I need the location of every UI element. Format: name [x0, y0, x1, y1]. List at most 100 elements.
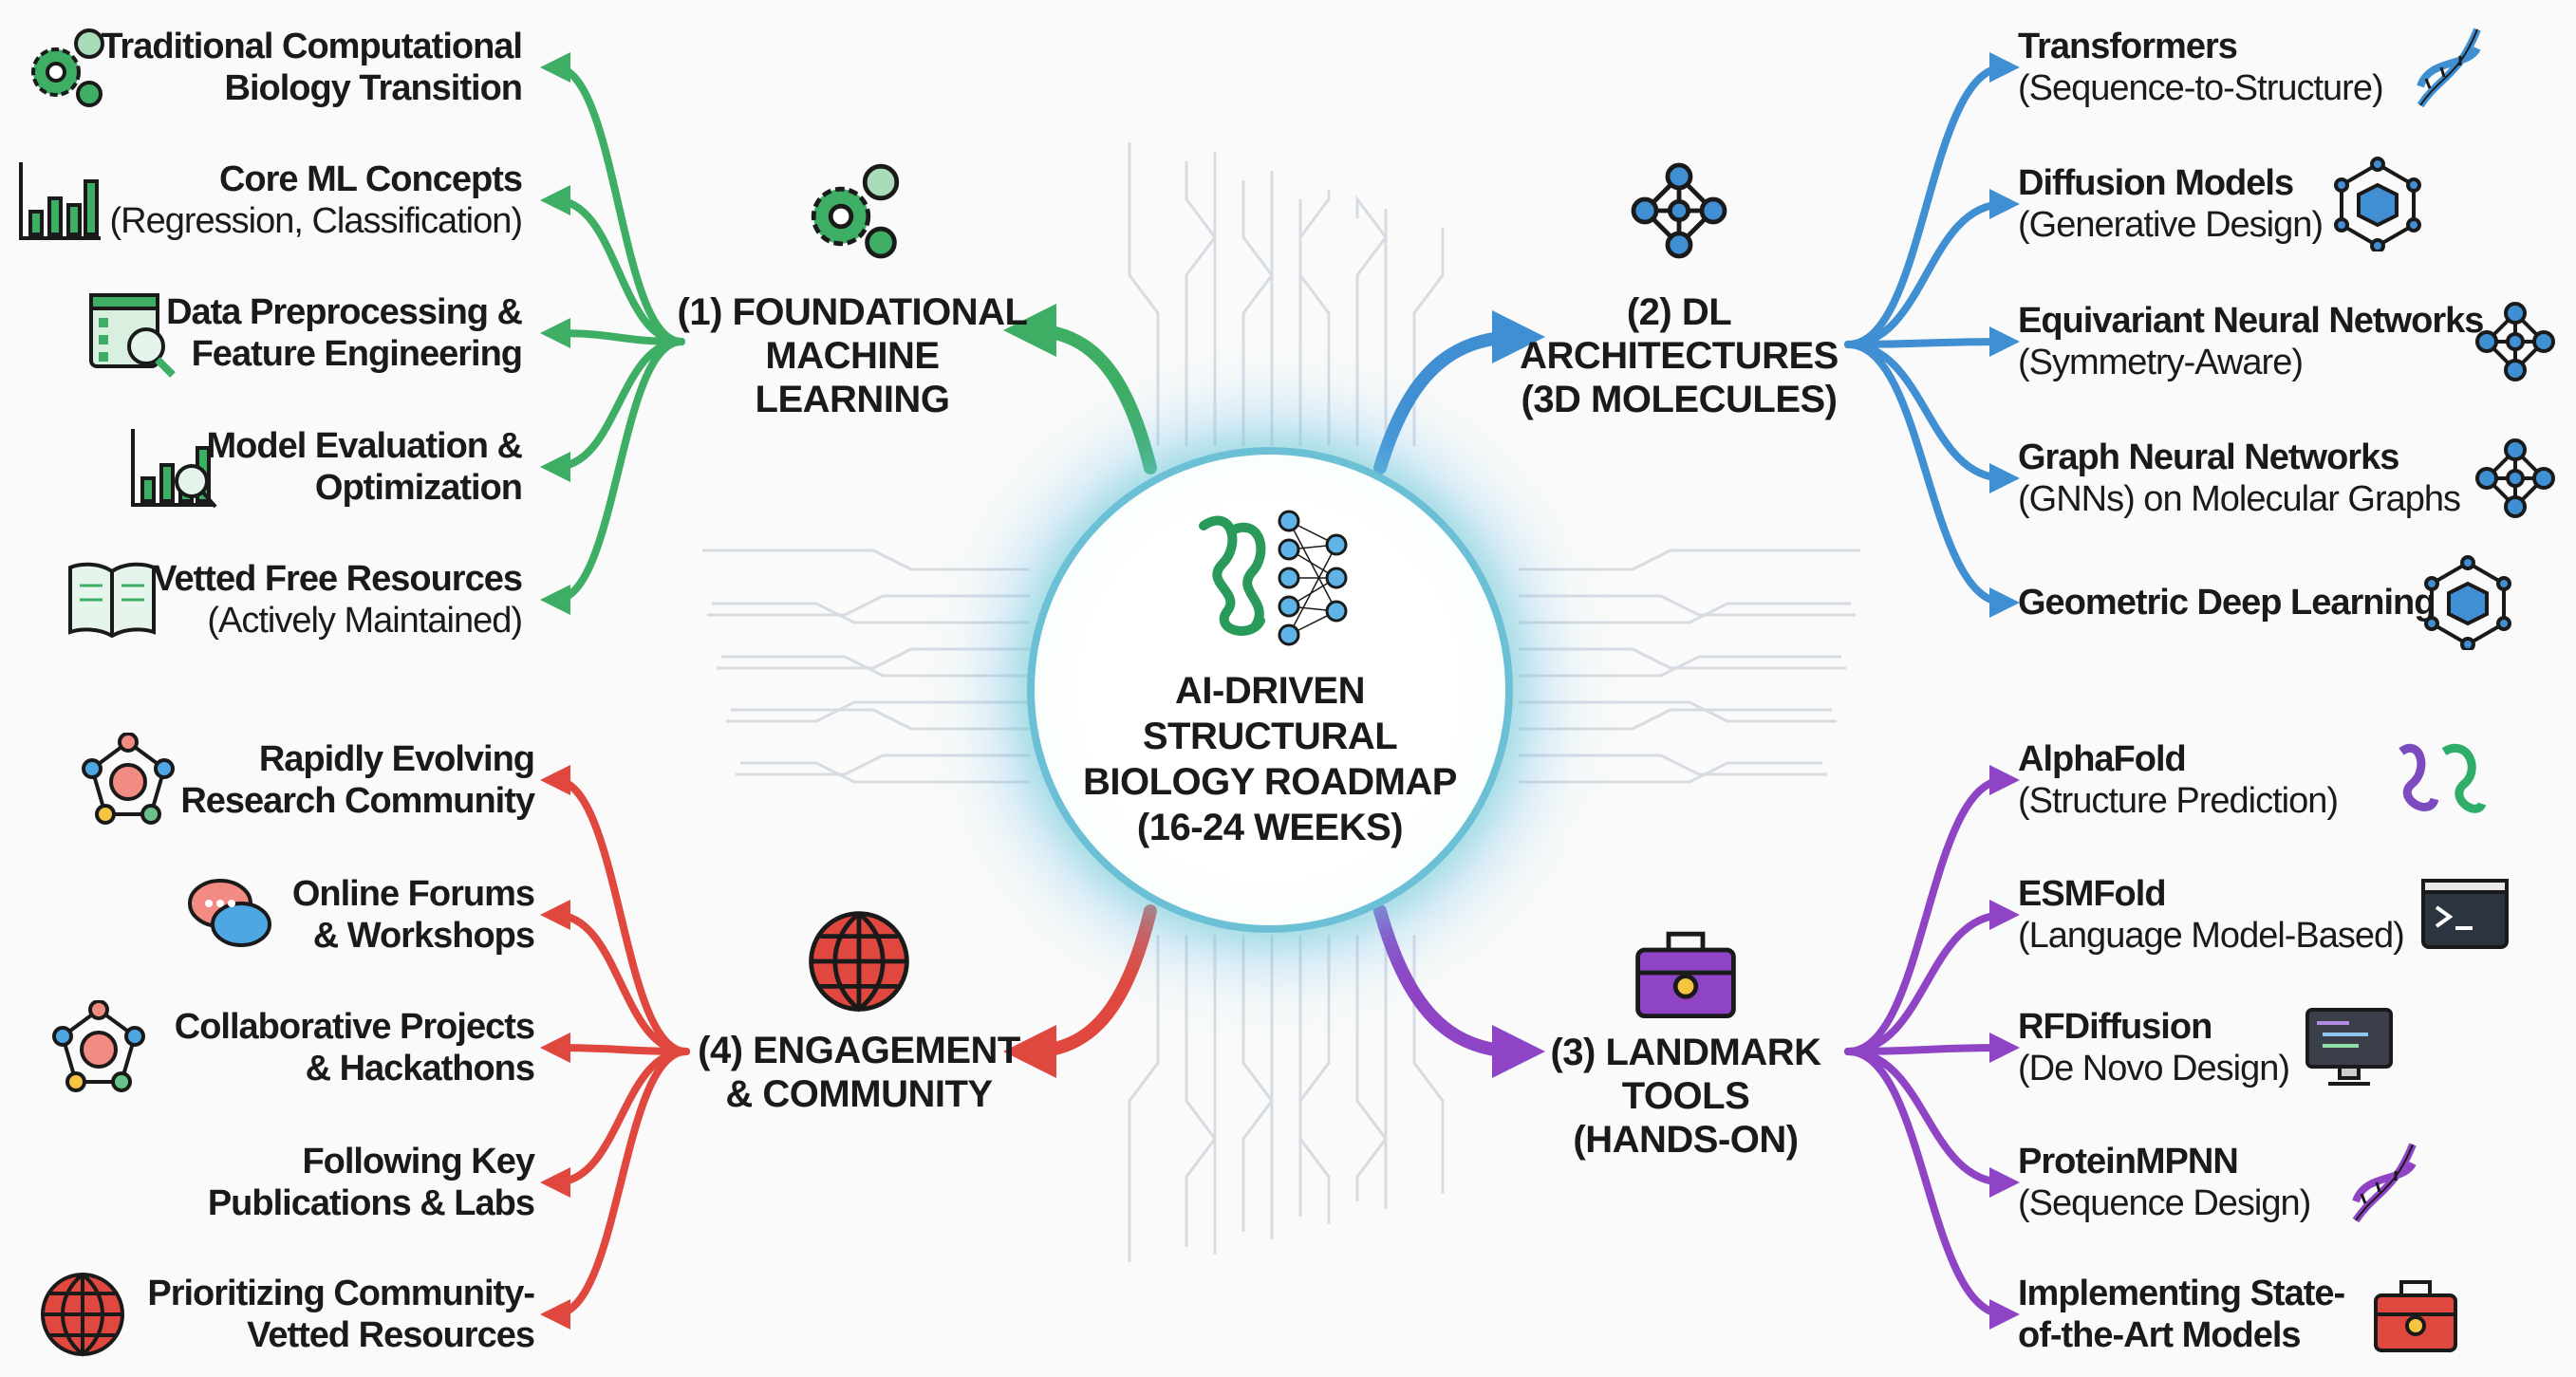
topic-title: Graph Neural Networks: [2018, 437, 2399, 477]
topic-item: Geometric Deep Learning: [2018, 582, 2436, 623]
globe-icon: [41, 1273, 124, 1357]
protein-structure-icon: [2399, 743, 2487, 813]
dna-icon: [2417, 28, 2481, 108]
circuit-trace: [1298, 935, 1331, 1224]
topic-title: Data Preprocessing &: [166, 292, 523, 332]
circuit-trace: [717, 647, 1030, 670]
circuit-trace: [1298, 199, 1331, 446]
topic-subtitle: (Actively Maintained): [207, 601, 523, 641]
section-label-line: TOOLS: [1621, 1075, 1750, 1117]
topic-title2: Vetted Resources: [247, 1315, 535, 1355]
roadmap-title: AI-DRIVEN STRUCTURAL BIOLOGY ROADMAP (16…: [1035, 668, 1505, 850]
section-label-line: (1) FOUNDATIONAL: [677, 291, 1029, 333]
circuit-trace: [1298, 190, 1331, 446]
circuit-trace: [1355, 195, 1388, 446]
chart-magnifier-icon: [131, 429, 217, 509]
section-label-line: & COMMUNITY: [725, 1073, 993, 1115]
branch-arrow: [540, 1048, 690, 1198]
topic-item: Core ML Concepts(Regression, Classificat…: [110, 158, 523, 242]
topic-item: Vetted Free Resources(Actively Maintaine…: [153, 558, 523, 642]
circuit-trace: [721, 655, 1030, 678]
main-branch-arrow: [1373, 310, 1545, 475]
topic-title: ProteinMPNN: [2018, 1142, 2239, 1182]
chat-bubbles-icon: [188, 879, 271, 947]
section-label-line: (HANDS-ON): [1573, 1119, 1799, 1161]
cube-network-icon: [2334, 157, 2421, 251]
topic-subtitle: (Sequence Design): [2018, 1183, 2311, 1223]
topic-title: Diffusion Models: [2018, 163, 2294, 203]
topic-title: Core ML Concepts: [218, 159, 523, 199]
circuit-trace: [736, 754, 1030, 776]
topic-subtitle: (GNNs) on Molecular Graphs: [2018, 479, 2461, 519]
circuit-trace: [1519, 655, 1841, 678]
branch-arrow: [540, 900, 690, 1055]
branch-arrow: [1844, 341, 2020, 493]
circuit-trace: [1241, 935, 1274, 1239]
section-label-line: LEARNING: [755, 379, 950, 420]
title-line: (16-24 WEEKS): [1136, 807, 1404, 848]
title-line: AI-DRIVEN: [1175, 670, 1365, 712]
main-branch-arrow: [1373, 904, 1545, 1078]
branch-arrow: [540, 185, 685, 345]
circuit-trace: [1519, 761, 1822, 784]
main-branch-arrow: [1003, 304, 1157, 475]
topic-title: Rapidly Evolving: [258, 739, 535, 779]
section-label-line: (3) LANDMARK: [1550, 1032, 1821, 1073]
topic-subtitle: (Symmetry-Aware): [2018, 343, 2304, 382]
circuit-trace: [1519, 602, 1851, 624]
people-network-icon: [82, 733, 175, 825]
section-label-line: MACHINE: [765, 335, 940, 377]
gears-chart-icon: [811, 163, 900, 259]
topic-title2: Feature Engineering: [191, 334, 523, 374]
section-label-line: (3D MOLECULES): [1521, 379, 1838, 420]
circuit-trace: [1128, 142, 1160, 446]
topic-title2: Publications & Labs: [207, 1183, 535, 1223]
circuit-trace: [1298, 935, 1331, 1217]
topic-item: Data Preprocessing &Feature Engineering: [166, 291, 523, 375]
circuit-trace: [1241, 935, 1274, 1232]
topic-title: Model Evaluation &: [206, 426, 523, 466]
topic-title: Following Key: [302, 1142, 535, 1182]
topic-subtitle: (Language Model-Based): [2018, 916, 2405, 956]
topic-title: RFDiffusion: [2018, 1007, 2212, 1047]
circuit-trace: [1241, 171, 1274, 446]
circuit-trace: [740, 761, 1030, 784]
circuit-trace: [1355, 935, 1388, 1201]
gears-icon: [31, 28, 104, 107]
title-line: STRUCTURAL: [1142, 716, 1398, 757]
main-branch-arrow: [1003, 904, 1157, 1078]
branch-arrow: [540, 765, 690, 1055]
monitor-code-icon: [2305, 1008, 2393, 1086]
topic-title2: Optimization: [314, 468, 523, 508]
topic-item: Model Evaluation &Optimization: [206, 425, 523, 509]
topic-item: Transformers(Sequence-to-Structure): [2018, 26, 2384, 109]
terminal-icon: [2421, 879, 2509, 949]
topic-title: Implementing State-: [2018, 1274, 2345, 1313]
topic-title: AlphaFold: [2018, 739, 2187, 779]
topic-title2: & Workshops: [312, 916, 535, 956]
topic-item: Prioritizing Community-Vetted Resources: [147, 1273, 535, 1356]
circuit-trace: [726, 700, 1030, 723]
geometric-cube-icon: [2424, 555, 2511, 650]
collaboration-icon: [52, 1000, 145, 1092]
data-search-icon: [89, 293, 176, 378]
topic-subtitle: (Generative Design): [2018, 205, 2324, 245]
topic-title2: of-the-Art Models: [2018, 1315, 2302, 1355]
topic-title: Prioritizing Community-: [147, 1274, 535, 1313]
topic-item: AlphaFold(Structure Prediction): [2018, 738, 2339, 822]
circuit-trace: [1519, 700, 1837, 723]
graph-icon: [2475, 438, 2555, 518]
circuit-trace: [1185, 935, 1217, 1247]
circuit-background: [702, 142, 1860, 1262]
central-node: AI-DRIVEN STRUCTURAL BIOLOGY ROADMAP (16…: [1027, 447, 1513, 933]
topic-title: Equivariant Neural Networks: [2018, 301, 2484, 341]
circuit-trace: [1185, 152, 1217, 446]
circuit-trace: [1519, 647, 1846, 670]
topic-title2: & Hackathons: [305, 1049, 535, 1089]
